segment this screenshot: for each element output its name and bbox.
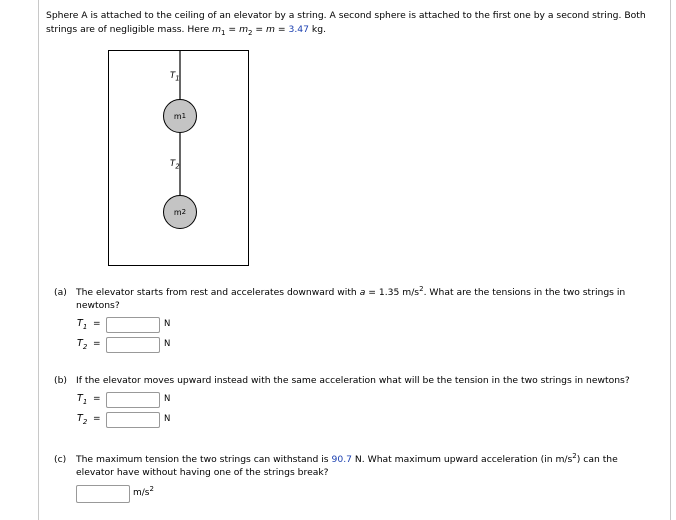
part-a-t2-unit: N (164, 339, 171, 349)
part-a-t1-unit: N (164, 319, 171, 329)
part-b-t1-unit: N (164, 394, 171, 404)
mass-value: 3.47 (288, 24, 309, 35)
part-c-question-line-1: The maximum tension the two strings can … (76, 451, 618, 465)
t2-label: T2 (170, 159, 180, 171)
part-b-t2-unit: N (164, 414, 171, 424)
intro-line-2: strings are of negligible mass. Here m1 … (46, 24, 326, 37)
max-tension-value: 90.7 (331, 454, 352, 465)
part-c-question-line-2: elevator have without having one of the … (76, 467, 329, 478)
part-a-question-line-1: The elevator starts from rest and accele… (76, 284, 626, 298)
question-panel (38, 0, 671, 520)
part-c-tag: (c) (54, 454, 67, 465)
part-b-t1-label: T1 (77, 393, 88, 406)
string-1 (179, 51, 181, 99)
part-b-t1-equals: = (93, 394, 101, 404)
part-b-t2-label: T2 (77, 413, 88, 426)
part-a-tag: (a) (54, 287, 67, 298)
part-b-question: If the elevator moves upward instead wit… (76, 375, 630, 386)
t1-label: T1 (170, 71, 180, 83)
part-a-t1-input[interactable] (106, 317, 160, 333)
part-a-t1-label: T1 (77, 318, 88, 331)
intro-line-1: Sphere A is attached to the ceiling of a… (46, 10, 646, 21)
part-c-unit: m/s2 (133, 485, 154, 499)
part-b-t2-input[interactable] (106, 412, 160, 428)
part-b-t1-input[interactable] (106, 392, 160, 408)
part-b-t2-equals: = (93, 414, 101, 424)
part-a-t2-input[interactable] (106, 337, 160, 353)
part-c-acceleration-input[interactable] (76, 485, 130, 503)
part-b-tag: (b) (54, 375, 68, 386)
string-2 (179, 133, 181, 195)
part-a-t2-label: T2 (77, 338, 88, 351)
part-a-question-line-2: newtons? (76, 300, 120, 311)
part-a-t2-equals: = (93, 339, 101, 349)
part-a-t1-equals: = (93, 319, 101, 329)
